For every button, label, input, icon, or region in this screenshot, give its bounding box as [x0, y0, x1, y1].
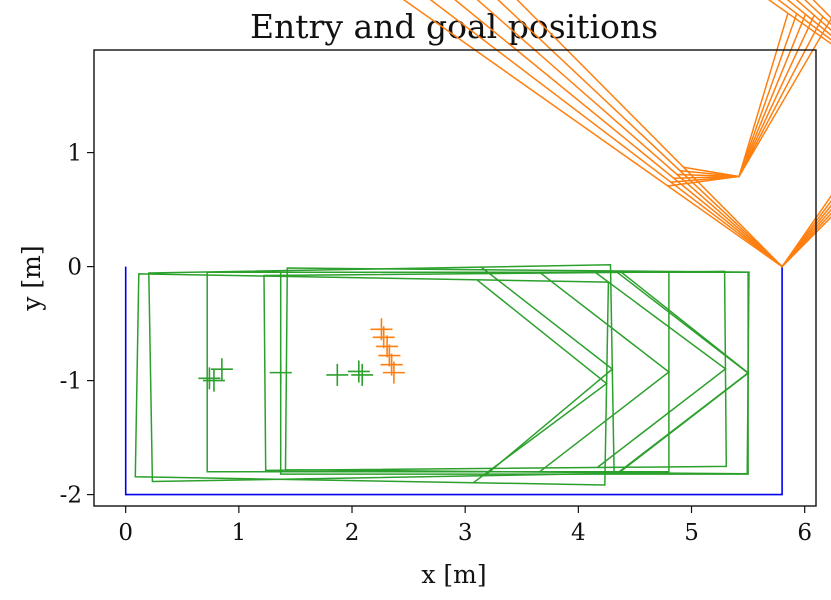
- entry-car-outline: [516, 0, 831, 268]
- goal-position-marker: [347, 360, 370, 383]
- axis-ticks: 0 1 2 3 4 5 6 -2 -1 0 1: [60, 141, 812, 546]
- goal-car-outline: [148, 264, 615, 483]
- goal-car-outline: [134, 273, 610, 486]
- goal-car-outline: [279, 271, 749, 475]
- y-tick-label: 1: [67, 141, 82, 167]
- entry-car-outline: [454, 0, 831, 268]
- entry-position-marker: [382, 361, 405, 384]
- goal-position-marker: [210, 358, 233, 381]
- axes-frame: [93, 49, 817, 507]
- y-tick-label: -1: [60, 369, 82, 395]
- entry-car-outline: [497, 0, 831, 268]
- x-tick-label: 2: [345, 520, 360, 546]
- entry-position-marker: [372, 326, 395, 349]
- goal-car-heading: [480, 266, 614, 477]
- goal-car-outline: [284, 267, 750, 475]
- entry-position-marker: [376, 335, 399, 358]
- goal-car-heading: [472, 279, 608, 484]
- x-tick-label: 5: [684, 520, 699, 546]
- entry-car-outline: [402, 0, 831, 268]
- y-tick-label: -2: [60, 483, 82, 509]
- x-tick-label: 4: [571, 520, 586, 546]
- entry-car-outline: [429, 0, 831, 268]
- goal-car-heading: [617, 270, 750, 474]
- y-axis-label: y [m]: [17, 245, 46, 311]
- plot-area: [124, 0, 831, 496]
- x-axis-label: x [m]: [421, 560, 486, 589]
- goal-position-marker: [269, 361, 292, 384]
- entry-car-heading: [667, 13, 789, 187]
- goal-position-marker: [198, 367, 221, 390]
- parking-slot-outline: [124, 266, 783, 496]
- goal-position-marker: [351, 363, 374, 386]
- entry-car-heading: [670, 13, 798, 183]
- x-tick-label: 1: [232, 520, 247, 546]
- goal-car-heading: [595, 271, 727, 469]
- entry-car-heading: [680, 16, 824, 178]
- entry-car-outline: [476, 0, 831, 268]
- goal-position-marker: [202, 369, 225, 392]
- goal-car-heading: [539, 271, 671, 473]
- entry-position-marker: [378, 344, 401, 367]
- goal-position-marker: [326, 363, 349, 386]
- chart-title: Entry and goal positions: [250, 7, 658, 46]
- x-tick-label: 6: [797, 520, 812, 546]
- x-tick-label: 3: [458, 520, 473, 546]
- y-tick-label: 0: [67, 255, 82, 281]
- x-tick-label: 0: [118, 520, 133, 546]
